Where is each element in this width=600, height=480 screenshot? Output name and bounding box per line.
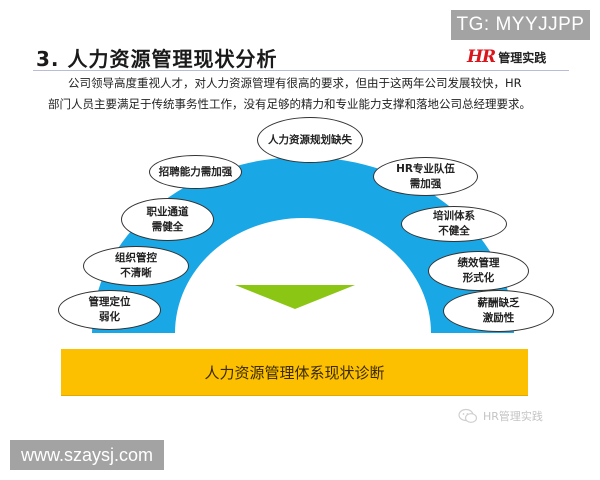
issue-text: 招聘能力需加强 — [158, 165, 233, 178]
issue-bubble-positioning: 管理定位 弱化 — [58, 290, 161, 330]
intro-line-2: 部门人员主要满足于传统事务性工作，没有足够的精力和专业能力支撑和落地公司总经理要… — [48, 97, 531, 111]
down-triangle-icon — [235, 285, 355, 309]
issue-bubble-performance: 绩效管理 形式化 — [428, 251, 529, 291]
issue-bubble-recruiting: 招聘能力需加强 — [149, 155, 242, 189]
issue-text: 需健全 — [151, 220, 184, 233]
brand-logo: HR 管理实践 — [467, 47, 546, 67]
issue-text: 组织管控 — [115, 252, 157, 264]
issue-text: 弱化 — [99, 311, 120, 323]
issue-text: 需加强 — [409, 177, 442, 190]
issue-text: 薪酬缺乏 — [477, 297, 520, 309]
title-divider — [33, 70, 569, 71]
issue-text: 不清晰 — [120, 267, 152, 279]
issue-text: 绩效管理 — [457, 257, 500, 269]
site-watermark-badge: www.szaysj.com — [10, 440, 164, 470]
watermark-text: HR管理实践 — [483, 410, 543, 423]
tg-watermark-badge: TG: MYYJJPP — [451, 10, 590, 40]
brand-text: 管理实践 — [498, 51, 547, 65]
intro-line-1: 公司领导高度重视人才，对人力资源管理有很高的要求，但由于这两年公司发展较快，HR — [68, 76, 522, 90]
issue-text: 不健全 — [438, 225, 470, 237]
blue-arch — [92, 157, 514, 333]
page-title: 3. 人力资源管理现状分析 — [36, 47, 278, 71]
issue-text: 培训体系 — [433, 210, 475, 222]
issue-bubble-career: 职业通道 需健全 — [121, 198, 214, 241]
brand-hr-mark: HR — [467, 47, 496, 67]
issue-text: 激励性 — [482, 312, 515, 324]
issue-text: 管理定位 — [88, 296, 131, 308]
wechat-watermark: HR管理实践 — [458, 408, 543, 424]
issue-text: 人力资源规划缺失 — [268, 133, 352, 146]
issue-text: 职业通道 — [146, 205, 189, 218]
base-diagnosis-bar: 人力资源管理体系现状诊断 — [61, 349, 528, 396]
base-diagnosis-label: 人力资源管理体系现状诊断 — [204, 363, 385, 382]
issue-text: 形式化 — [462, 272, 495, 284]
issue-bubble-hr-team: HR专业队伍 需加强 — [373, 157, 478, 196]
issue-text: HR专业队伍 — [396, 162, 455, 175]
issue-bubble-planning: 人力资源规划缺失 — [257, 117, 363, 163]
issue-bubble-training: 培训体系 不健全 — [401, 206, 507, 242]
intro-paragraph: 公司领导高度重视人才，对人力资源管理有很高的要求，但由于这两年公司发展较快，HR… — [48, 73, 570, 115]
issue-bubble-org-control: 组织管控 不清晰 — [83, 246, 189, 286]
issue-bubble-compensation: 薪酬缺乏 激励性 — [443, 290, 554, 332]
wechat-icon — [458, 408, 478, 423]
